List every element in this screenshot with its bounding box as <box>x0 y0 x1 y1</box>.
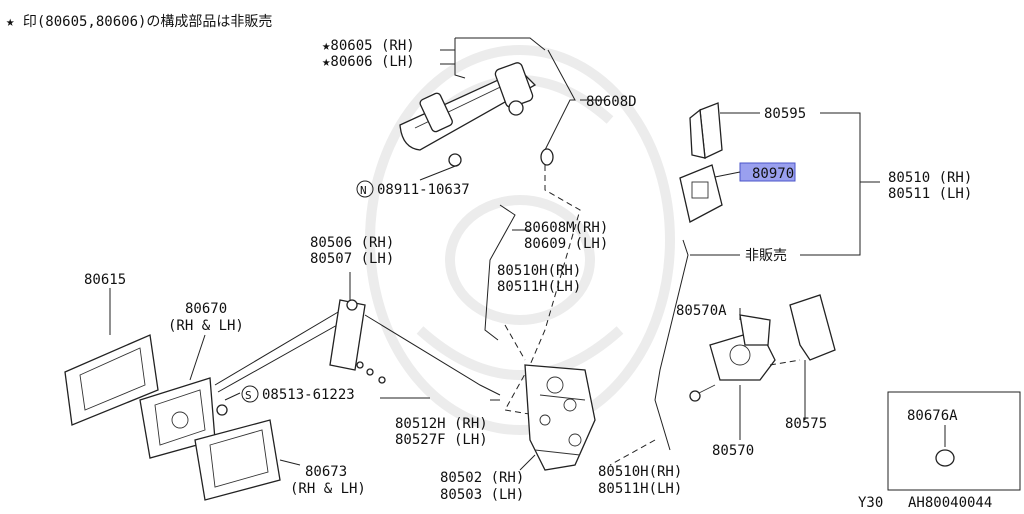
label-80609: 80609 (LH) <box>524 236 608 252</box>
label-hihanbai: 非販売 <box>745 248 787 264</box>
label-80570: 80570 <box>712 443 754 459</box>
label-80673: 80673 <box>305 464 347 480</box>
label-80527f: 80527F (LH) <box>395 432 488 448</box>
door-striker <box>689 314 776 402</box>
rod-80608m <box>484 204 516 341</box>
label-08911: 08911-10637 <box>377 182 470 198</box>
label-80670-side: (RH & LH) <box>168 318 244 334</box>
label-80503: 80503 (LH) <box>440 487 524 503</box>
part-80615 <box>64 334 159 426</box>
footer-diagram-id: AH80040044 <box>908 495 992 510</box>
watermark-emblem <box>365 45 675 435</box>
label-80670: 80670 <box>185 301 227 317</box>
label-80595: 80595 <box>764 106 806 122</box>
label-80676a: 80676A <box>907 408 958 424</box>
label-80510h-bottom: 80510H(RH) <box>598 464 682 480</box>
header-note: ★ 印(80605,80606)の構成部品は非販売 <box>6 14 272 30</box>
screw-symbol <box>241 385 259 403</box>
label-80606: ★80606 (LH) <box>322 54 415 70</box>
label-80502: 80502 (RH) <box>440 470 524 486</box>
part-80670 <box>139 377 216 459</box>
label-80615: 80615 <box>84 272 126 288</box>
outside-handle <box>399 62 537 167</box>
label-08513-prefix: S <box>245 389 252 402</box>
inset-box <box>887 391 1021 491</box>
footer-model: Y30 <box>858 495 883 510</box>
label-80511h-top: 80511H(LH) <box>497 279 581 295</box>
label-80608d: 80608D <box>586 94 637 110</box>
door-latch <box>524 364 596 471</box>
part-80673 <box>194 419 281 501</box>
label-80510h-top: 80510H(RH) <box>497 263 581 279</box>
label-80570a: 80570A <box>676 303 727 319</box>
label-80506: 80506 (RH) <box>310 235 394 251</box>
label-80608m: 80608M(RH) <box>524 220 608 236</box>
rod-center <box>654 239 689 451</box>
label-80512h: 80512H (RH) <box>395 416 488 432</box>
label-80511: 80511 (LH) <box>888 186 972 202</box>
label-08911-prefix: N <box>360 184 367 197</box>
label-80575: 80575 <box>785 416 827 432</box>
part-80676a <box>935 449 955 467</box>
part-80506 <box>329 299 366 371</box>
label-80507: 80507 (LH) <box>310 251 394 267</box>
rod-80608d <box>544 49 576 151</box>
label-80605: ★80605 (RH) <box>322 38 415 54</box>
label-80510: 80510 (RH) <box>888 170 972 186</box>
nut-symbol <box>356 180 374 198</box>
part-80970 <box>679 164 723 223</box>
label-80970: 80970 <box>752 166 794 182</box>
label-08513: 08513-61223 <box>262 387 355 403</box>
label-80673-side: (RH & LH) <box>290 481 366 497</box>
label-80511h-bottom: 80511H(LH) <box>598 481 682 497</box>
part-80575 <box>789 294 836 361</box>
